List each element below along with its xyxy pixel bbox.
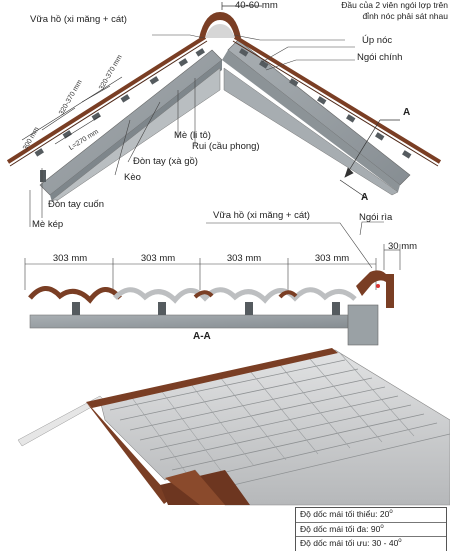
left-battens <box>34 48 205 182</box>
degree-symbol: o <box>398 538 402 545</box>
aa-spacing-4: 303 mm <box>314 253 350 264</box>
aa-batten-beam <box>29 314 349 329</box>
aa-dim-30-label: 30 mm <box>388 241 418 252</box>
rafter-label: Rui (cầu phong) <box>192 141 260 152</box>
double-batten-label: Mè kép <box>32 219 64 230</box>
batten-label: Mè (li tô) <box>174 130 211 141</box>
aa-spacing-2: 303 mm <box>140 253 176 264</box>
section-marker-lines <box>339 119 400 198</box>
aa-section-title: A-A <box>193 331 211 342</box>
degree-symbol: o <box>380 523 384 530</box>
main-tile-label: Ngói chính <box>357 52 403 63</box>
top-leader-lines <box>29 34 355 227</box>
slope-note-max-text: Độ dốc mái tối đa: 90 <box>300 523 381 534</box>
aa-edge-purlin <box>347 304 379 346</box>
slope-note-optimal: Độ dốc mái tối ưu: 30 - 40o <box>296 537 446 551</box>
roof-ridge-brown <box>86 348 338 408</box>
roof-tile-rows <box>109 359 450 491</box>
aa-wavy-tiles-grey <box>113 287 357 304</box>
aa-mortar-label: Vữa hồ (xi măng + cát) <box>213 210 310 221</box>
right-battens <box>239 48 412 159</box>
right-inner-board <box>223 67 399 196</box>
ridge-mortar <box>205 24 235 38</box>
degree-symbol: o <box>389 509 393 516</box>
right-truss-board <box>222 50 400 192</box>
purlin-label: Đòn tay (xà gồ) <box>133 156 198 167</box>
top-mortar-label: Vữa hồ (xi măng + cát) <box>30 14 127 25</box>
left-tile-line-shadow <box>9 40 208 167</box>
slope-note-min: Độ dốc mái tối thiểu: 20o <box>296 508 446 523</box>
roof-verge-brown <box>86 402 172 504</box>
section-mark-bottom: A <box>361 192 369 203</box>
roof-tile-columns <box>129 352 415 479</box>
slope-note-max: Độ dốc mái tối đa: 90o <box>296 523 446 537</box>
ridge-note-line2: đỉnh nóc phải sát nhau <box>362 11 448 21</box>
slope-dimensions <box>21 76 123 145</box>
aa-edge-nail <box>376 284 380 288</box>
slope-note-optimal-text: Độ dốc mái tối ưu: 30 - 40 <box>300 538 399 548</box>
eave-purlin-label: Đòn tay cuốn <box>48 199 104 210</box>
slope-notes-table: Độ dốc mái tối thiểu: 20o Độ dốc mái tối… <box>295 507 447 551</box>
roof-eave-brown-2 <box>165 470 225 505</box>
ridge-cap-tile <box>199 12 241 38</box>
aa-edge-tile-label: Ngói rìa <box>359 212 393 223</box>
aa-dimension-lines <box>24 221 401 290</box>
aa-wavy-tiles-brown <box>28 286 122 304</box>
left-tile-line <box>6 35 207 164</box>
aa-wavy-tiles-brown-2 <box>193 290 298 299</box>
aa-spacing-3: 303 mm <box>226 253 262 264</box>
aa-battens <box>72 302 340 315</box>
aa-edge-tile <box>356 270 394 308</box>
truss-label: Kèo <box>124 172 141 183</box>
slope-note-min-text: Độ dốc mái tối thiểu: 20 <box>300 509 390 519</box>
ridge-gap-label: 40-60 mm <box>235 0 278 11</box>
right-tile-line-shadow <box>232 40 439 167</box>
ridge-note-line1: Đầu của 2 viên ngói lợp trên <box>341 0 448 10</box>
ridge-tile-label: Úp nóc <box>362 35 393 46</box>
section-mark-top: A <box>403 107 411 118</box>
left-truss-board <box>50 60 222 202</box>
aa-spacing-1: 303 mm <box>52 253 88 264</box>
